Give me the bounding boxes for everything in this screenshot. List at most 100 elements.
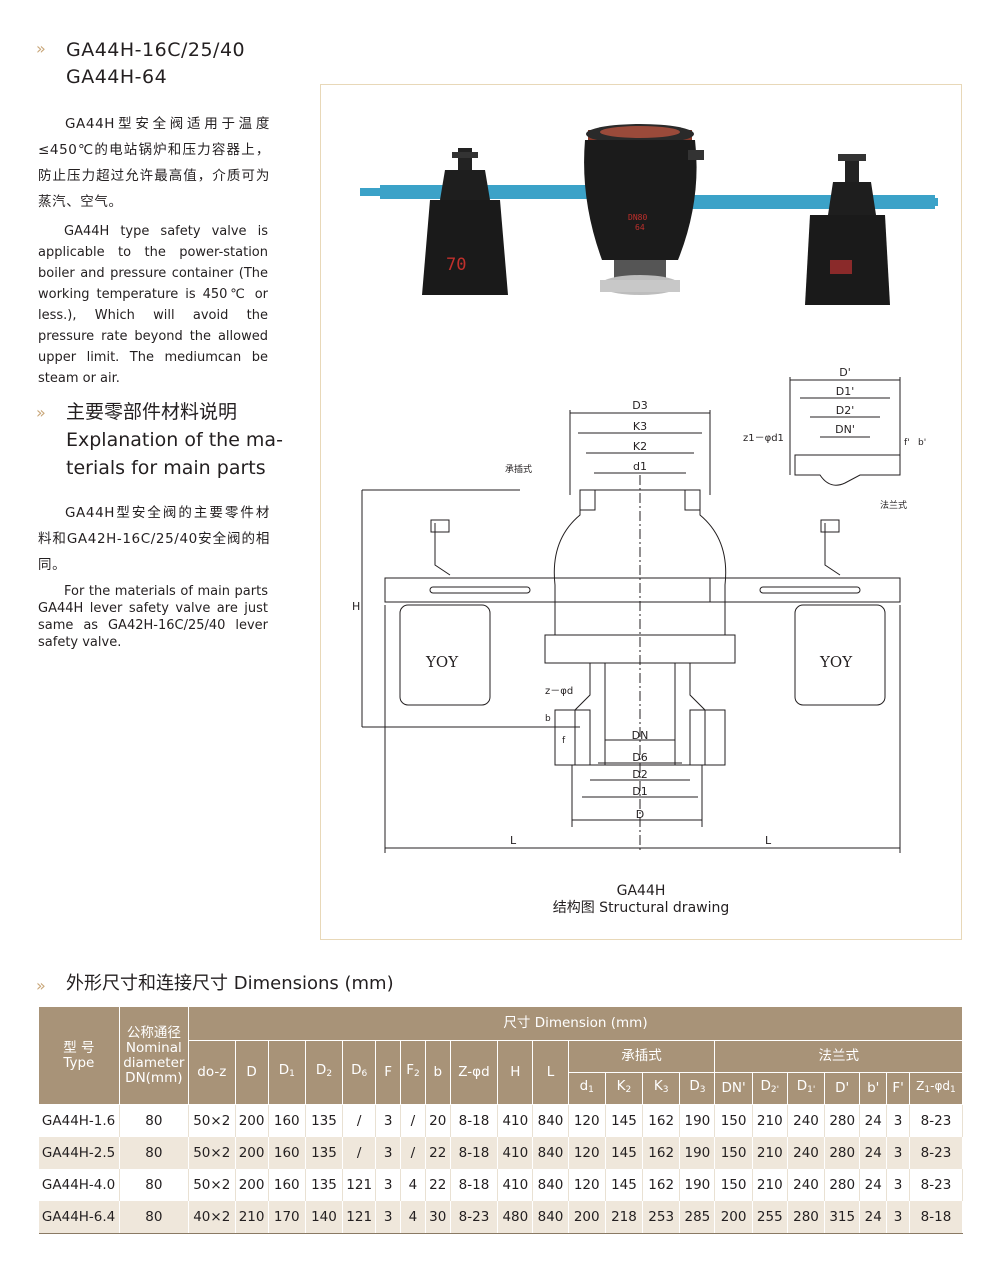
table-cell: 200: [714, 1201, 753, 1234]
dim-d1: d1: [633, 460, 647, 473]
table-cell: 150: [714, 1104, 753, 1137]
col-F: F: [375, 1040, 402, 1105]
left-weight: [422, 200, 508, 295]
table-cell: 8-18: [450, 1137, 499, 1169]
table-cell: 285: [679, 1201, 716, 1234]
col-D2: D2: [304, 1040, 344, 1105]
col-K2-main: K: [616, 1078, 626, 1094]
nominal-en-1: Nominal: [125, 1039, 182, 1056]
table-cell: 240: [787, 1104, 826, 1137]
col-D1-prime: D1': [786, 1072, 826, 1105]
col-D: D: [234, 1040, 269, 1105]
table-cell: 170: [268, 1201, 306, 1234]
table-cell: 30: [425, 1201, 451, 1234]
drawing-weight-left: [399, 604, 491, 706]
drawing-weight-right: [794, 604, 886, 706]
table-cell: 160: [268, 1104, 306, 1137]
table-cell: 410: [497, 1104, 534, 1137]
col-F2-sub: 2: [413, 1069, 420, 1079]
dim-DN: DN: [632, 729, 649, 742]
dim-DN-prime: DN': [835, 423, 855, 436]
table-cell: 8-18: [909, 1201, 964, 1234]
col-F-prime: F': [886, 1072, 910, 1105]
table-cell: 140: [305, 1201, 344, 1234]
table-cell: 22: [425, 1169, 451, 1201]
type-en: Type: [63, 1054, 95, 1071]
materials-heading: 主要零部件材料说明 Explanation of the ma- terials…: [66, 398, 283, 482]
materials-heading-en-1: Explanation of the ma-: [66, 429, 283, 451]
header-flange: 法兰式: [714, 1040, 963, 1073]
table-cell: 840: [532, 1137, 569, 1169]
dim-f-prime: f': [904, 438, 910, 448]
lever-bar-right: [690, 195, 935, 209]
table-cell: 80: [119, 1137, 190, 1169]
table-cell: 840: [532, 1169, 569, 1201]
nominal-en-3: DN(mm): [125, 1069, 183, 1086]
col-D6: D6: [342, 1040, 377, 1105]
table-cell: 162: [642, 1137, 681, 1169]
col-K3-main: K: [653, 1078, 663, 1094]
dim-L-left: L: [510, 834, 517, 847]
table-cell: 135: [305, 1104, 344, 1137]
dim-K3: K3: [633, 420, 647, 433]
col-F2-main: F: [406, 1062, 414, 1078]
col-D-prime: D': [824, 1072, 861, 1105]
table-cell: 3: [375, 1169, 402, 1201]
col-L: L: [532, 1040, 569, 1105]
dim-H: H: [352, 600, 360, 613]
materials-heading-en-2: terials for main parts: [66, 457, 266, 479]
col-D3-main: D: [689, 1078, 700, 1094]
model-line-2: GA44H-64: [66, 66, 168, 88]
intro-en: GA44H type safety valve is applicable to…: [38, 224, 268, 386]
table-cell: 8-23: [450, 1201, 499, 1234]
col-K3-sub: 3: [662, 1085, 669, 1095]
table-cell: 190: [679, 1169, 716, 1201]
table-cell: 253: [642, 1201, 681, 1234]
col-D1-main: D: [278, 1062, 290, 1078]
table-cell: 280: [824, 1104, 861, 1137]
table-cell: 20: [425, 1104, 451, 1137]
type-cn: 型 号: [63, 1039, 95, 1056]
col-K2: K2: [604, 1072, 644, 1105]
table-cell: 160: [268, 1137, 306, 1169]
drawing-caption-model: GA44H: [616, 883, 666, 899]
table-cell: /: [342, 1137, 377, 1169]
dim-f: f: [562, 736, 566, 746]
table-cell: /: [342, 1104, 377, 1137]
table-cell: 121: [342, 1169, 377, 1201]
table-cell: 40×2: [188, 1201, 236, 1234]
table-cell: 8-18: [450, 1104, 499, 1137]
dim-D1-prime: D1': [836, 385, 855, 398]
table-cell: 210: [752, 1169, 788, 1201]
col-D6-main: D: [351, 1062, 362, 1078]
col-D2-main: D: [315, 1062, 327, 1078]
nominal-cn: 公称通径: [126, 1024, 181, 1041]
table-cell: 120: [568, 1104, 606, 1137]
dim-L-right: L: [765, 834, 772, 847]
table-cell: 280: [824, 1137, 861, 1169]
col-D3-sub: 3: [699, 1085, 706, 1095]
table-cell: 210: [235, 1201, 269, 1234]
header-socket: 承插式: [567, 1040, 716, 1073]
table-cell: 200: [235, 1104, 269, 1137]
dim-D2: D2: [632, 768, 647, 781]
table-cell: 280: [787, 1201, 826, 1234]
table-cell: 3: [886, 1137, 910, 1169]
body-mark-1: DN80: [628, 213, 647, 222]
table-cell: 315: [824, 1201, 861, 1234]
chevron-icon: »: [36, 403, 46, 422]
table-cell: 218: [605, 1201, 644, 1234]
table-cell: 120: [568, 1137, 606, 1169]
dim-b: b: [545, 714, 551, 724]
table-cell: 3: [375, 1137, 402, 1169]
table-cell: GA44H-2.5: [38, 1137, 120, 1169]
figure-frame: [320, 84, 962, 940]
model-line-1: GA44H-16C/25/40: [66, 39, 246, 61]
table-cell: 50×2: [188, 1104, 236, 1137]
table-cell: 410: [497, 1137, 534, 1169]
col-z1-tail: -φd: [930, 1079, 951, 1093]
table-cell: 8-23: [909, 1169, 964, 1201]
